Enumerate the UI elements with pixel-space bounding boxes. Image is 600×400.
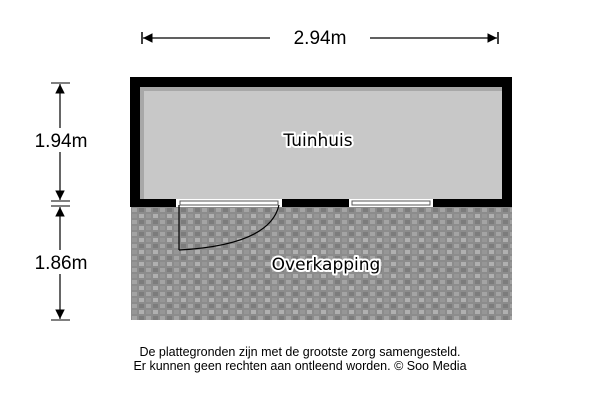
height-dimension-overkapping: 1.86m: [20, 205, 100, 321]
height-label-overkapping: 1.86m: [35, 253, 88, 274]
height-label-tuinhuis: 1.94m: [35, 131, 88, 152]
window: [349, 199, 433, 207]
overkapping-paving: [131, 206, 512, 320]
tuinhuis-floor: [140, 87, 502, 199]
disclaimer-line-2: Er kunnen geen rechten aan ontleend word…: [133, 359, 467, 373]
disclaimer-line-1: De plattegronden zijn met de grootste zo…: [139, 345, 461, 359]
room-label-tuinhuis: Tuinhuis: [282, 131, 352, 151]
room-label-overkapping: Overkapping: [272, 255, 381, 275]
height-dimension-tuinhuis: 1.94m: [20, 82, 100, 202]
width-label: 2.94m: [294, 28, 347, 49]
door: [176, 199, 282, 251]
width-dimension: 2.94m: [141, 28, 499, 49]
